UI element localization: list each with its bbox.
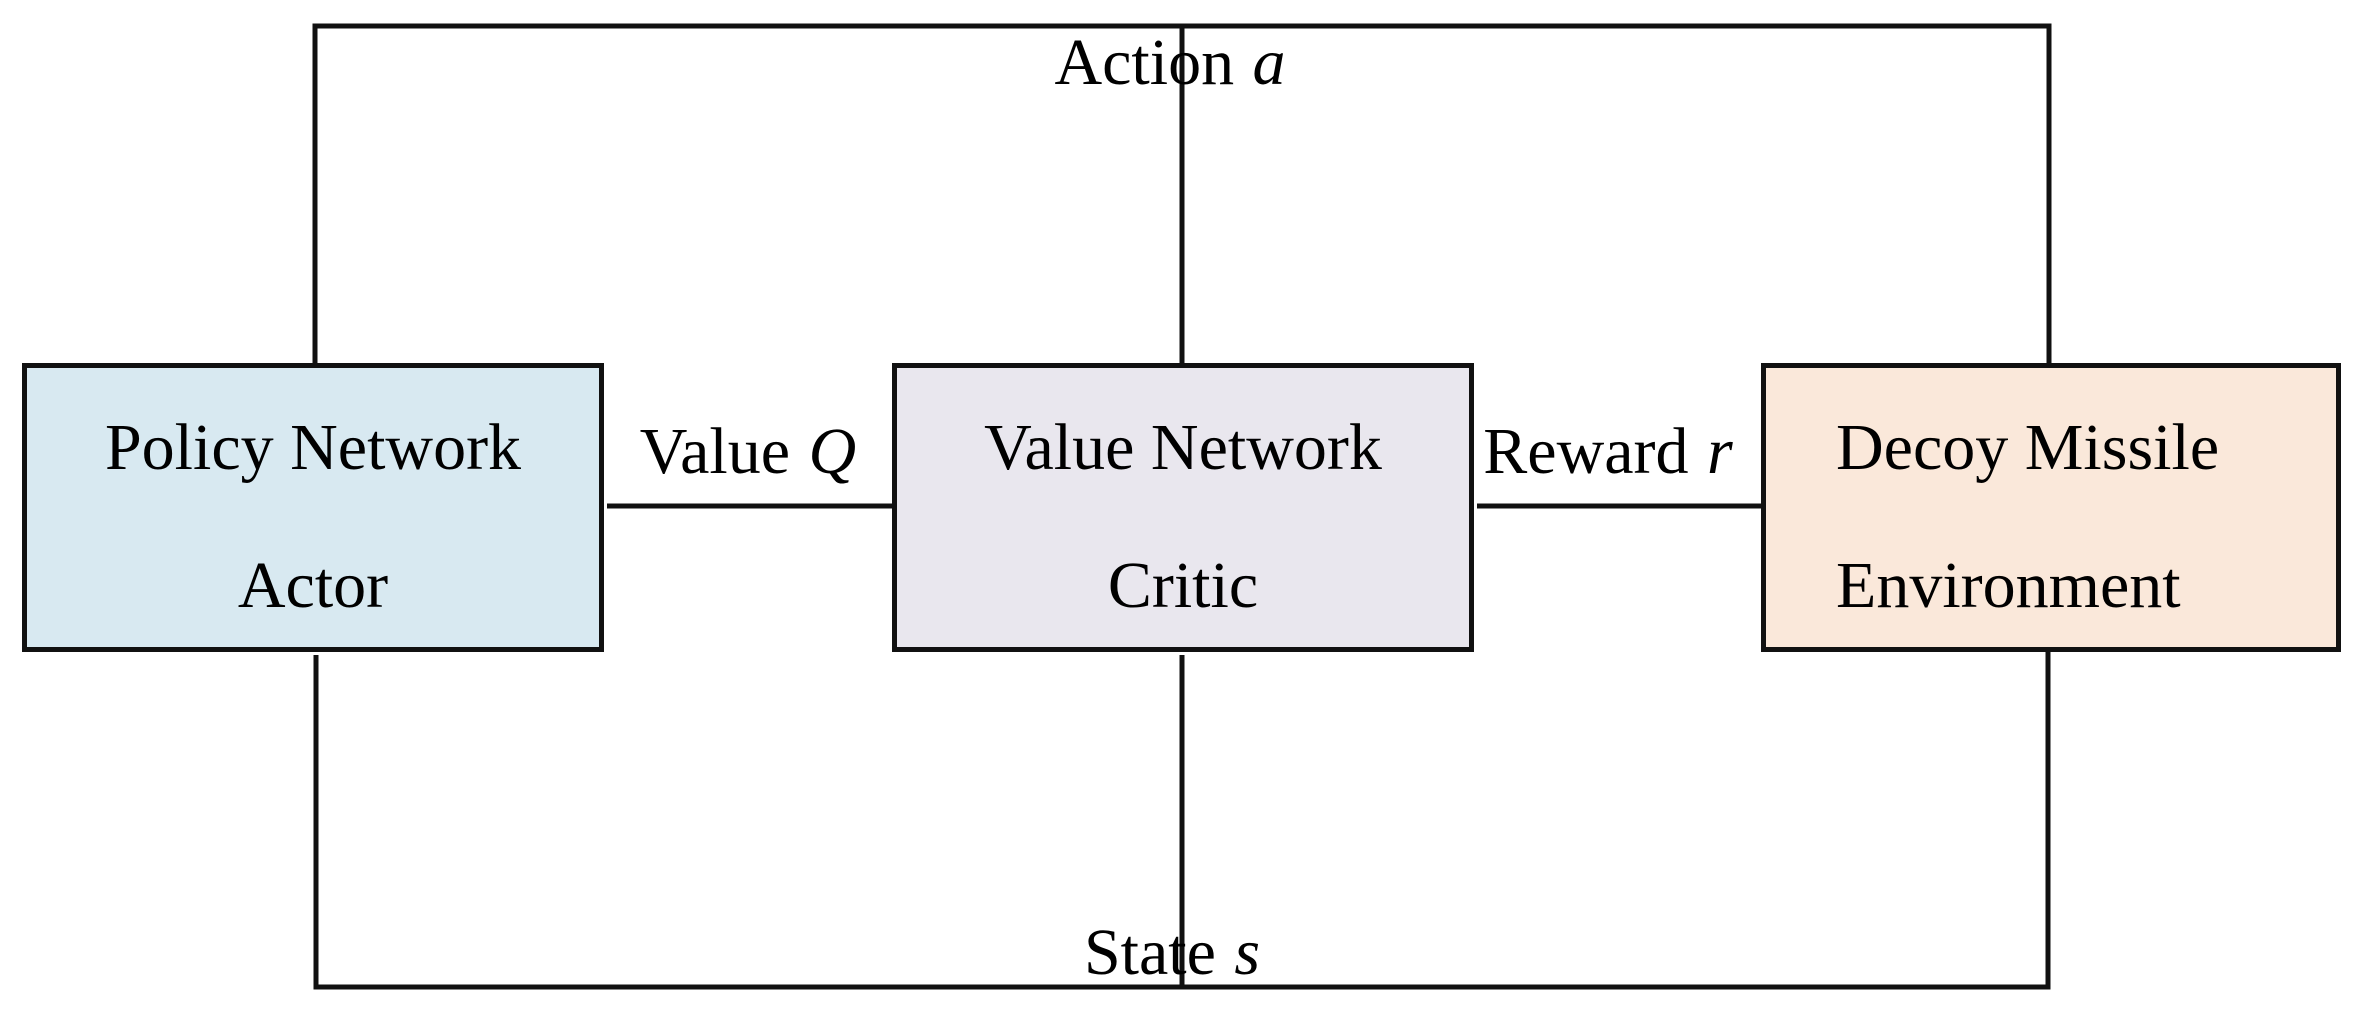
value-box-line1: Value Network (984, 410, 1382, 484)
reward-label-text: Reward (1483, 415, 1689, 488)
policy-network-box: Policy Network Actor (22, 363, 604, 652)
state-label-text: State (1083, 916, 1216, 989)
action-variable: a (1252, 26, 1286, 99)
state-variable: s (1234, 916, 1261, 989)
environment-box: Decoy Missile Environment (1761, 363, 2341, 652)
action-label-text: Action (1054, 26, 1235, 99)
value-q-variable: Q (808, 415, 857, 488)
policy-box-line1: Policy Network (104, 410, 522, 484)
value-q-label-text: Value (639, 415, 791, 488)
environment-box-line1: Decoy Missile (1836, 410, 2220, 484)
value-box-line2: Critic (1107, 548, 1259, 622)
reward-variable: r (1707, 415, 1733, 488)
environment-box-line2: Environment (1836, 548, 2181, 622)
policy-box-line2: Actor (237, 548, 389, 622)
value-network-box: Value Network Critic (892, 363, 1474, 652)
